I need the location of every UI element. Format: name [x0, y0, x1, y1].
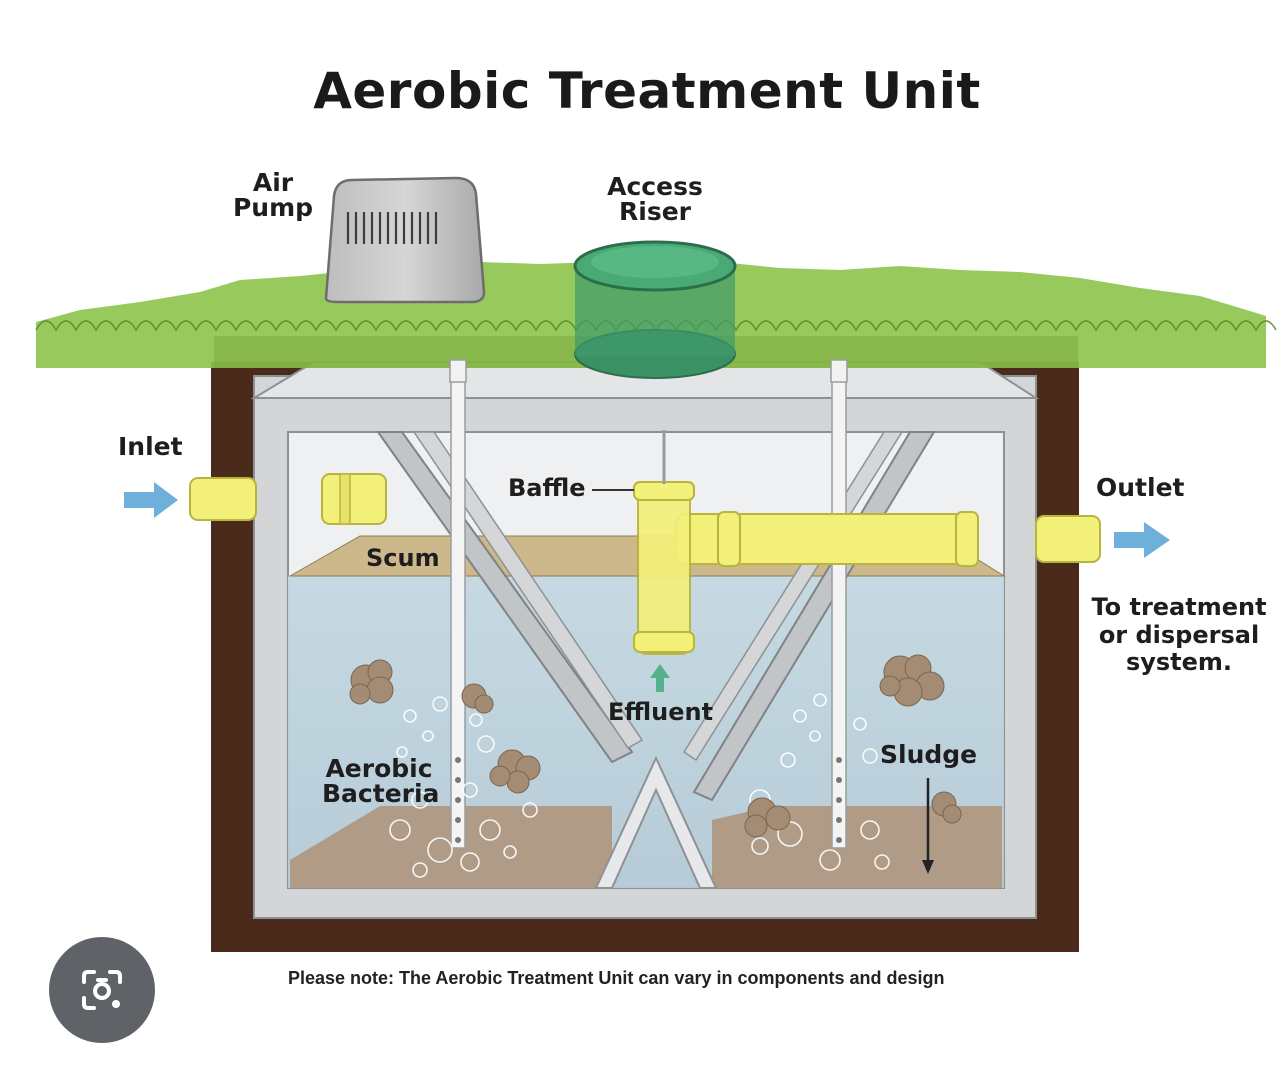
outlet-collar-left — [717, 511, 741, 567]
vent-cap-right — [830, 359, 848, 383]
bacteria-clumps — [349, 654, 962, 838]
label-destination: To treatment or dispersal system. — [1086, 593, 1272, 677]
diffuser-holes — [455, 757, 842, 843]
air-pump-vents — [346, 212, 438, 244]
outlet-arrow — [1114, 522, 1170, 558]
lens-search-button[interactable] — [49, 937, 155, 1043]
label-air-pump-line1: Air — [252, 168, 294, 197]
label-inlet: Inlet — [118, 432, 183, 461]
label-air-pump: Air Pump — [230, 170, 316, 220]
label-aerobic-bacteria-line1: Aerobic — [325, 754, 433, 783]
effluent-cap — [633, 481, 695, 501]
diagram-title: Aerobic Treatment Unit — [313, 62, 981, 120]
clarifier-cone — [594, 755, 718, 889]
left-baffle-plate — [376, 431, 634, 764]
label-destination-line3: system. — [1125, 648, 1233, 677]
label-sludge: Sludge — [880, 740, 978, 769]
label-effluent: Effluent — [608, 698, 714, 726]
label-scum: Scum — [366, 544, 440, 572]
label-baffle: Baffle — [508, 474, 586, 502]
label-aerobic-bacteria: Aerobic Bacteria — [322, 754, 440, 808]
lens-camera-icon — [82, 970, 122, 1010]
label-access-riser-line2: Riser — [619, 197, 691, 226]
aerator-pipe-left — [450, 359, 466, 849]
outlet-collar-right — [955, 511, 979, 567]
label-destination-line1: To treatment — [1091, 593, 1267, 621]
label-outlet: Outlet — [1096, 473, 1185, 502]
label-access-riser: Access Riser — [600, 174, 710, 224]
footnote: Please note: The Aerobic Treatment Unit … — [288, 968, 945, 988]
effluent-arrow — [650, 664, 670, 692]
air-bubbles — [389, 693, 890, 878]
access-riser-lid-top — [591, 246, 719, 278]
effluent-riser-pipe — [637, 483, 691, 655]
inlet-fitting — [321, 473, 387, 525]
inlet-pipe — [189, 477, 257, 521]
left-baffle-plate-inner — [412, 431, 644, 749]
inlet-arrow — [124, 482, 178, 518]
sludge-arrow-head — [922, 860, 934, 874]
outlet-pipe-exterior — [1035, 515, 1101, 563]
label-air-pump-line2: Pump — [232, 193, 314, 222]
label-aerobic-bacteria-line2: Bacteria — [322, 779, 440, 808]
aerator-pipe-right — [831, 359, 847, 849]
effluent-bottom — [633, 631, 695, 653]
label-destination-line2: or dispersal — [1098, 620, 1260, 649]
inlet-fitting-collar — [339, 473, 351, 525]
vent-cap-left — [449, 359, 467, 383]
label-access-riser-line1: Access — [607, 172, 703, 201]
